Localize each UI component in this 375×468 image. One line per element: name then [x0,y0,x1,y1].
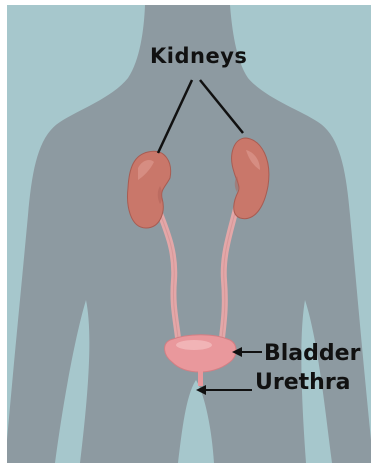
urethra-tube [198,371,203,386]
kidneys-label: Kidneys [150,44,247,68]
urethra-label: Urethra [255,370,351,395]
bladder-label: Bladder [264,341,360,366]
